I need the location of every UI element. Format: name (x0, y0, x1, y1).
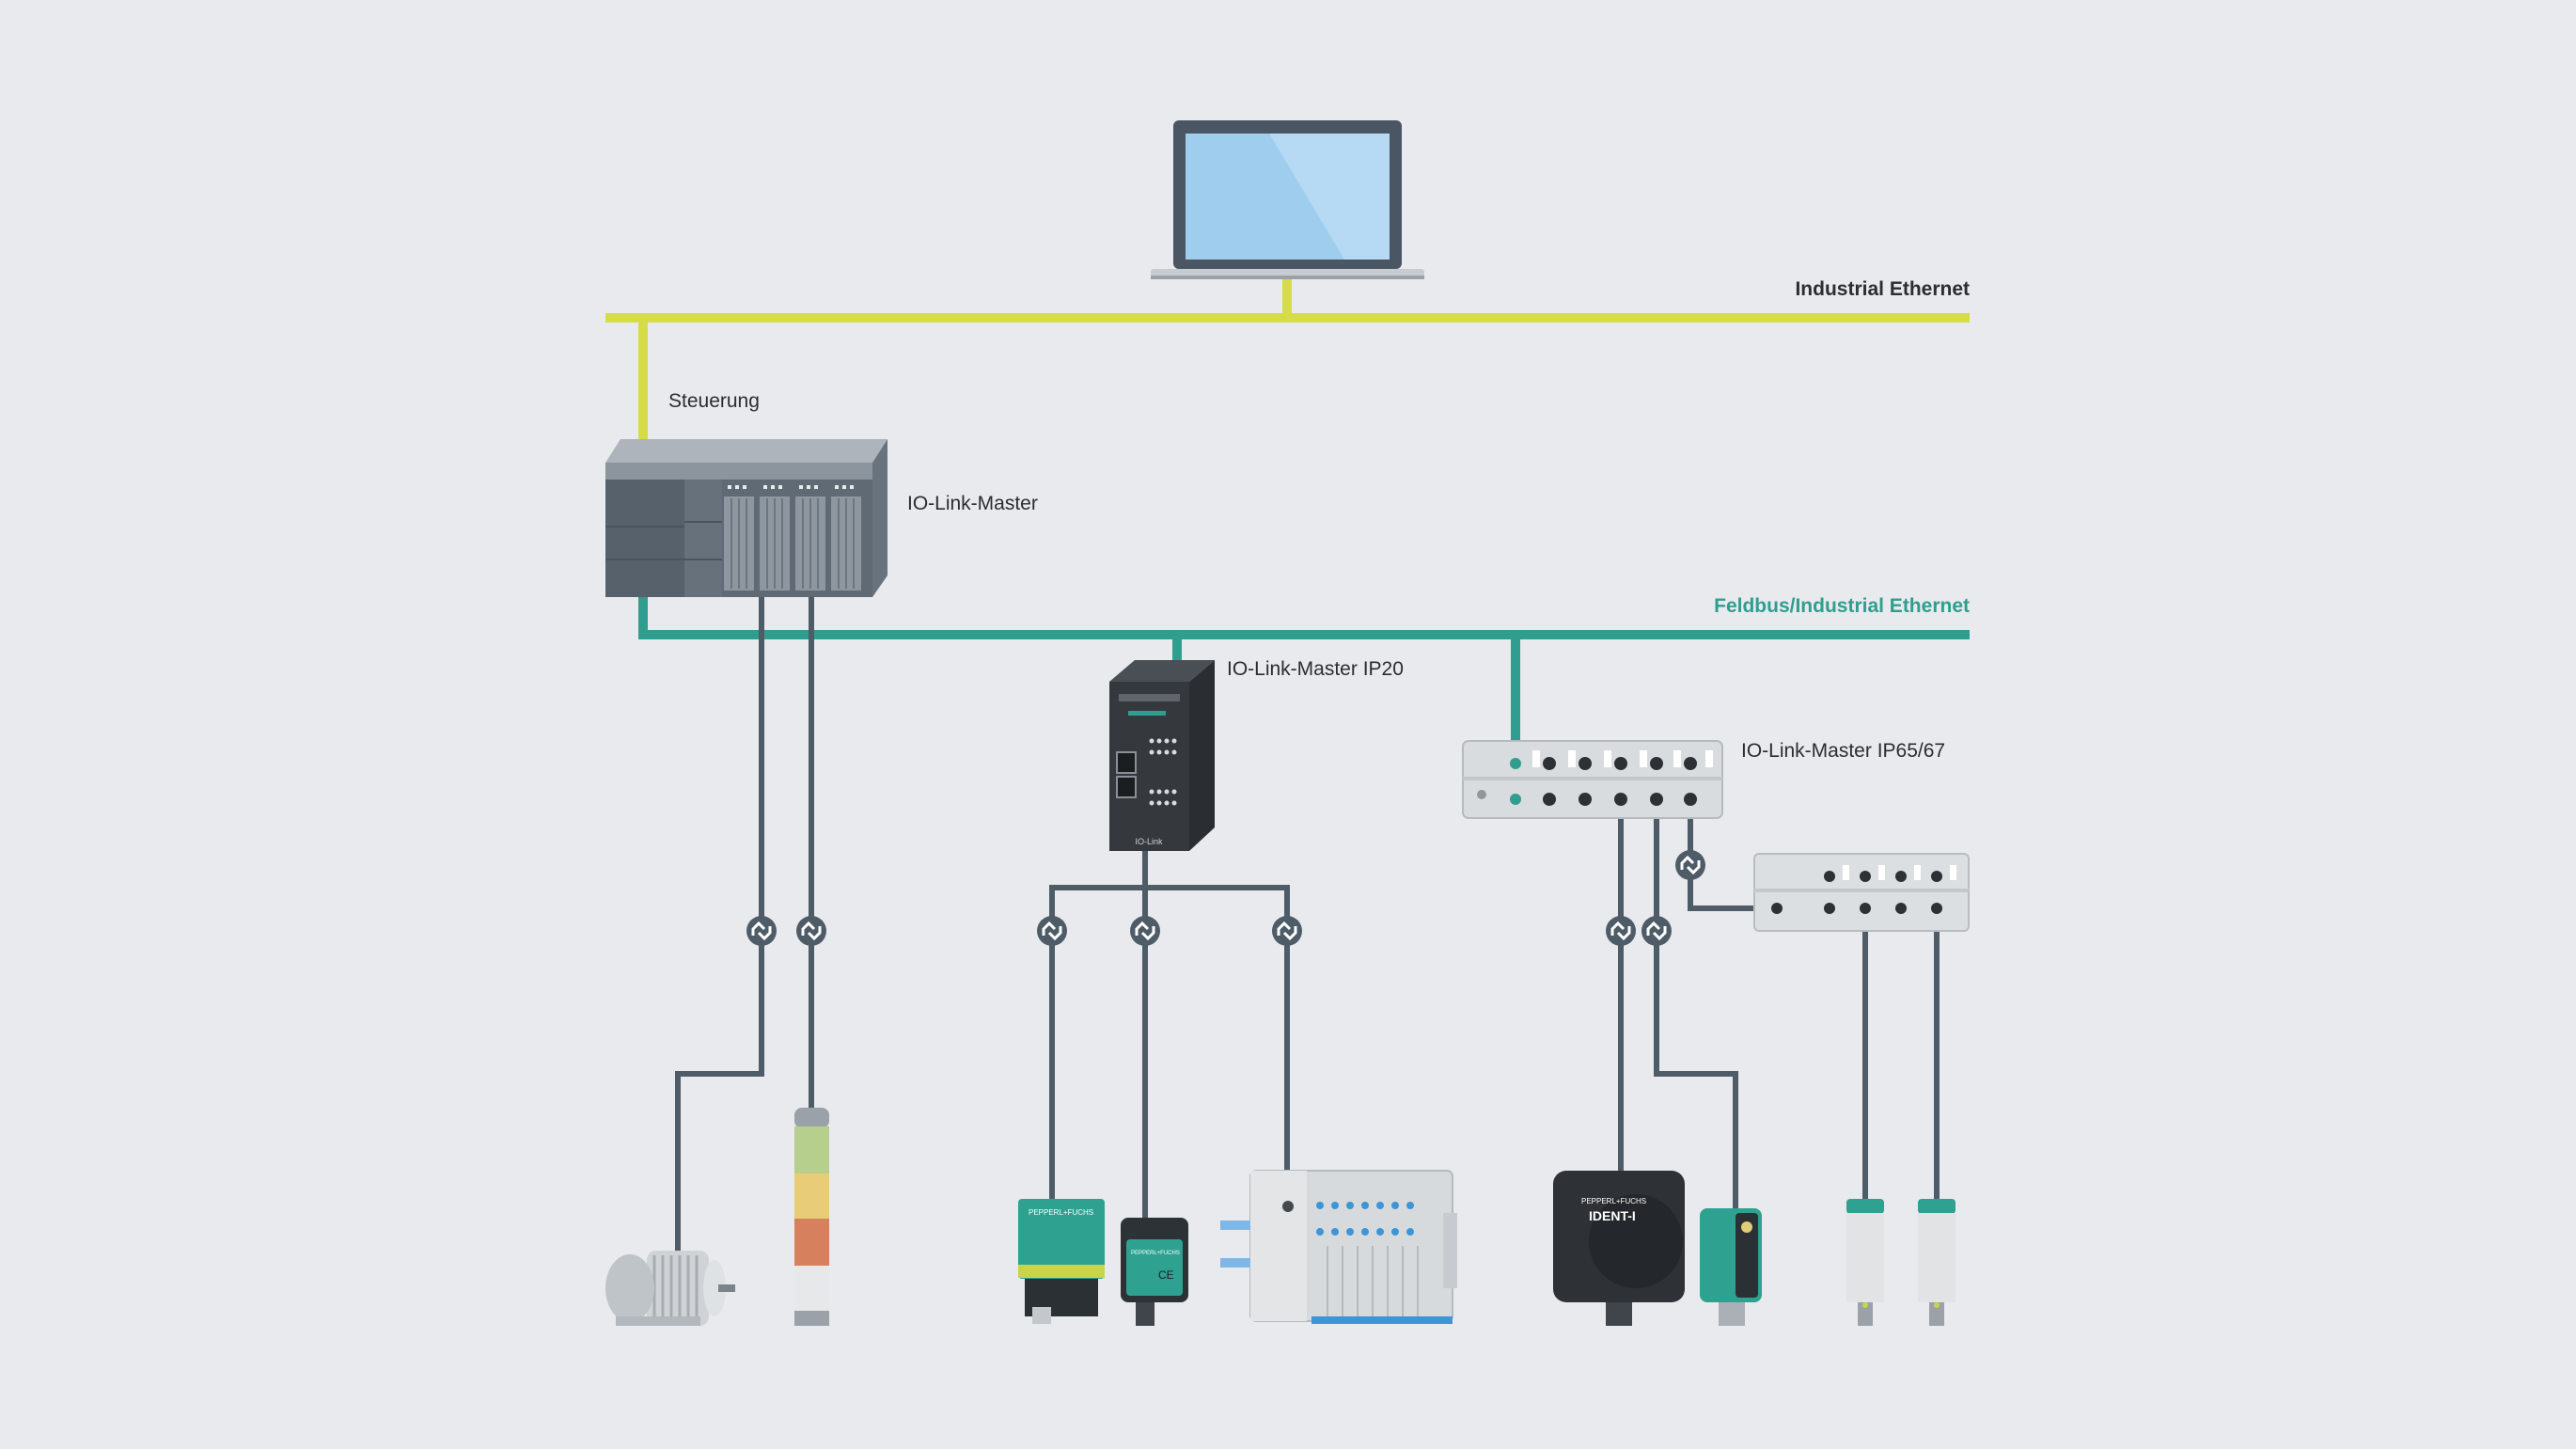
io-link-symbol-icon (1130, 916, 1160, 946)
controller-io-link-master-icon (605, 439, 887, 597)
io-link-symbol-icon (1272, 916, 1302, 946)
io-link-symbol-icon (1641, 916, 1672, 946)
cable-ip65-hub (1688, 818, 1754, 911)
distance-sensor-icon: PEPPERL+FUCHS CE (1121, 1218, 1188, 1326)
signal-tower-icon (794, 1108, 829, 1326)
rfid-reader-icon: PEPPERL+FUCHS IDENT-I (1553, 1171, 1685, 1326)
reader-name: IDENT-I (1589, 1208, 1636, 1223)
inductive-sensor-icon: PEPPERL+FUCHS (1018, 1199, 1105, 1324)
steuerung-label: Steuerung (668, 390, 760, 412)
io-link-master-ip6567-label: IO-Link-Master IP65/67 (1741, 740, 1945, 762)
io-link-master-ip6567-icon (1462, 740, 1723, 819)
io-link-master-ip20-icon: IO-Link (1109, 660, 1215, 851)
io-link-symbol-icon (746, 916, 777, 946)
io-link-master-label: IO-Link-Master (907, 493, 1038, 514)
sensor-1-brand: PEPPERL+FUCHS (1029, 1208, 1093, 1217)
io-link-master-ip20-label: IO-Link-Master IP20 (1227, 658, 1404, 680)
io-link-cables (675, 594, 1940, 1251)
motor-icon (605, 1251, 735, 1326)
sensor-2-brand: PEPPERL+FUCHS (1131, 1251, 1180, 1256)
ip20-io-link-label: IO-Link (1135, 837, 1163, 846)
cable-ip20-right (1145, 885, 1290, 1171)
io-link-symbols (746, 850, 1705, 946)
io-link-hub-icon (1753, 853, 1970, 932)
valve-terminal-icon (1220, 1170, 1457, 1324)
cylindrical-sensor-icon (1846, 1199, 1884, 1326)
cable-motor (675, 594, 764, 1251)
photoelectric-sensor-icon (1700, 1208, 1762, 1326)
fieldbus-bus (638, 594, 1970, 639)
industrial-ethernet-network (605, 278, 1970, 442)
laptop-icon (1151, 120, 1424, 279)
io-link-symbol-icon (1037, 916, 1067, 946)
sensor-2-ce: CE (1158, 1268, 1174, 1282)
io-link-symbol-icon (1675, 850, 1705, 880)
feldbus-label: Feldbus/Industrial Ethernet (1714, 595, 1970, 617)
io-link-symbol-icon (796, 916, 826, 946)
reader-brand: PEPPERL+FUCHS (1581, 1197, 1646, 1205)
industrial-ethernet-label: Industrial Ethernet (1795, 278, 1970, 300)
io-link-symbol-icon (1606, 916, 1636, 946)
cylindrical-sensor-icon (1918, 1199, 1956, 1326)
cable-ip20-tree (1049, 851, 1148, 1199)
